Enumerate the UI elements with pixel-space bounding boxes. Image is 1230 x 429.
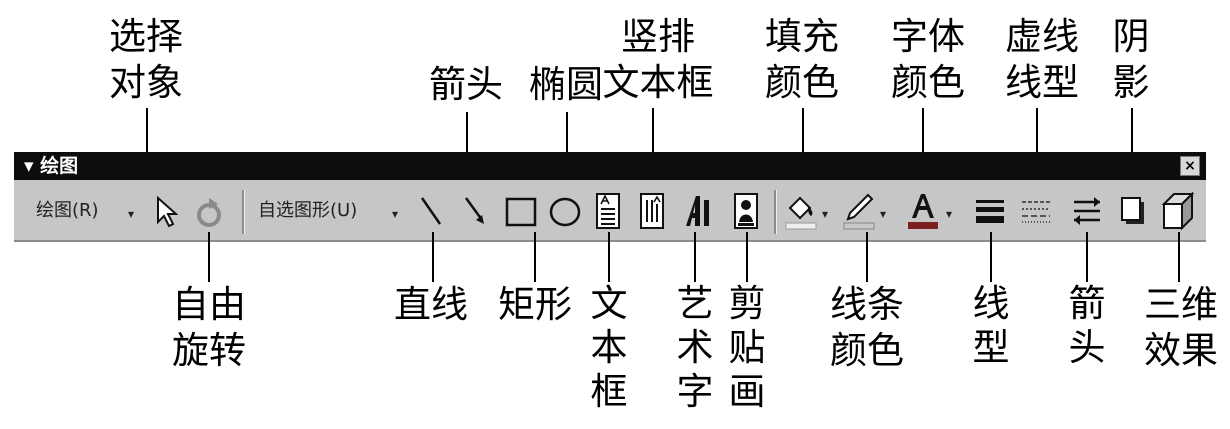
leader-line-style bbox=[990, 232, 992, 282]
fill-color-dropdown-icon[interactable]: ▾ bbox=[822, 207, 829, 221]
callout-select-objects: 选择 对象 bbox=[109, 15, 183, 104]
arrow-icon[interactable] bbox=[460, 194, 490, 228]
drawing-toolbar: 绘图(R) ▾ 自选图形(U) ▾ bbox=[14, 180, 1206, 242]
font-color-dropdown-icon[interactable]: ▾ bbox=[946, 207, 953, 221]
arrow-style-icon[interactable] bbox=[1070, 194, 1104, 228]
line-style-icon[interactable] bbox=[974, 196, 1006, 226]
line-icon[interactable] bbox=[416, 194, 446, 228]
leader-rectangle bbox=[534, 232, 536, 282]
free-rotate-icon[interactable] bbox=[194, 196, 224, 230]
callout-textbox: 文 本 框 bbox=[590, 282, 628, 413]
callout-clipart: 剪 贴 画 bbox=[728, 282, 766, 413]
leader-arrow-style bbox=[1086, 232, 1088, 282]
leader-line-color bbox=[866, 232, 868, 282]
fill-color-icon[interactable] bbox=[784, 192, 818, 232]
callout-rectangle: 矩形 bbox=[498, 283, 572, 326]
leader-textbox bbox=[608, 232, 610, 282]
rectangle-icon[interactable] bbox=[504, 196, 538, 228]
draw-menu-dropdown-icon[interactable]: ▾ bbox=[128, 207, 135, 221]
toolbar-separator bbox=[242, 190, 244, 234]
leader-line bbox=[432, 232, 434, 282]
vertical-textbox-icon[interactable] bbox=[638, 192, 666, 230]
ellipse-icon[interactable] bbox=[548, 196, 582, 228]
textbox-icon[interactable] bbox=[594, 192, 622, 230]
dash-style-icon[interactable] bbox=[1020, 196, 1052, 226]
callout-shadow: 阴 影 bbox=[1112, 15, 1150, 104]
autoshape-menu-dropdown-icon[interactable]: ▾ bbox=[392, 207, 399, 221]
drawing-toolbar-title-bar[interactable]: ▾ 绘图 × bbox=[14, 152, 1206, 180]
callout-font-color: 字体 颜色 bbox=[891, 15, 965, 104]
leader-clipart bbox=[746, 232, 748, 282]
callout-ellipse: 椭圆 bbox=[529, 63, 603, 106]
font-color-icon[interactable] bbox=[906, 190, 940, 232]
font-color-swatch bbox=[908, 222, 938, 229]
callout-line-color: 线条 颜色 bbox=[830, 283, 904, 372]
callout-wordart: 艺 术 字 bbox=[676, 282, 714, 413]
line-color-dropdown-icon[interactable]: ▾ bbox=[880, 207, 887, 221]
leader-free-rotate bbox=[208, 232, 210, 282]
callout-dash-style: 虚线 线型 bbox=[1005, 15, 1079, 104]
close-icon[interactable]: × bbox=[1180, 156, 1200, 176]
wordart-icon[interactable] bbox=[682, 192, 714, 230]
callout-three-d: 三维 效果 bbox=[1144, 283, 1218, 372]
toolbar-title: ▾ 绘图 bbox=[24, 155, 79, 177]
callout-free-rotate: 自由 旋转 bbox=[172, 283, 246, 372]
callout-line: 直线 bbox=[394, 283, 468, 326]
clipart-icon[interactable] bbox=[732, 192, 760, 230]
toolbar-separator bbox=[774, 190, 776, 234]
callout-line-style: 线 型 bbox=[972, 282, 1010, 369]
leader-three-d bbox=[1178, 232, 1180, 282]
callout-arrow-style: 箭 头 bbox=[1068, 282, 1106, 369]
callout-fill-color: 填充 颜色 bbox=[765, 15, 839, 104]
draw-menu-button[interactable]: 绘图(R) bbox=[36, 200, 99, 221]
line-color-icon[interactable] bbox=[842, 192, 876, 232]
line-color-swatch bbox=[843, 222, 875, 230]
three-d-icon[interactable] bbox=[1160, 190, 1196, 232]
callout-vertical-textbox: 竖排 文本框 bbox=[602, 15, 714, 104]
shadow-icon[interactable] bbox=[1118, 194, 1148, 228]
callout-arrow-top: 箭头 bbox=[429, 63, 503, 106]
leader-wordart bbox=[694, 232, 696, 282]
select-objects-icon[interactable] bbox=[154, 196, 178, 228]
autoshape-menu-button[interactable]: 自选图形(U) bbox=[258, 200, 358, 221]
